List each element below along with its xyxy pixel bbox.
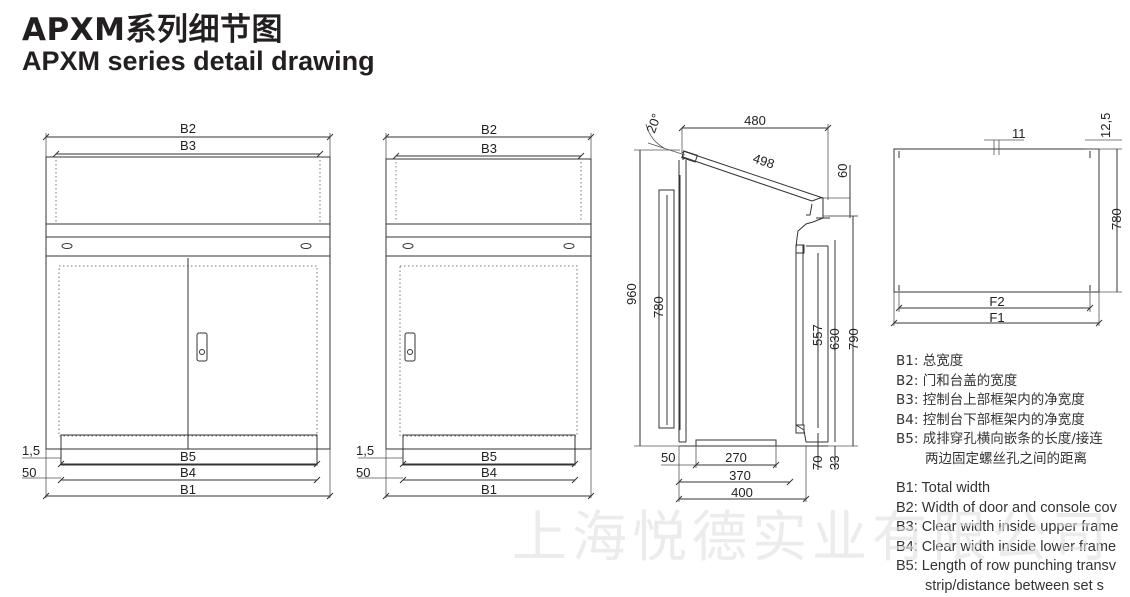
- dim-b1-label: B1: [481, 482, 497, 497]
- company-watermark: 上海悦德实业有限公司: [512, 505, 1113, 569]
- dim-b3-label: B3: [180, 138, 196, 153]
- legend-item: B4: Clear width inside lower frame: [896, 538, 1117, 555]
- front-view-single-door: B2 B3 1,5 50 B5 B4 B1: [356, 122, 595, 500]
- dim-11-label: 11: [1012, 126, 1026, 141]
- dim-b3-label: B3: [481, 141, 497, 156]
- legend-item: B4: 控制台下部框架内的净宽度: [896, 411, 1085, 428]
- mounting-plate-view: 11 12,5 780 F2 F1: [890, 113, 1124, 327]
- dim-630-label: 630: [827, 328, 842, 350]
- dim-270-label: 270: [725, 450, 747, 465]
- dim-f2-label: F2: [989, 294, 1004, 309]
- legend-english: B1: Total width B2: Width of door and co…: [896, 479, 1118, 596]
- page-title-en: APXM series detail drawing: [22, 46, 375, 76]
- dim-f1-label: F1: [989, 310, 1004, 325]
- legend-item: B1: 总宽度: [896, 353, 964, 369]
- dim-780-label: 780: [651, 296, 666, 318]
- dim-70-label: 70: [810, 456, 825, 470]
- dim-370-label: 370: [729, 468, 751, 483]
- dim-b5-label: B5: [180, 449, 196, 464]
- dim-50-label: 50: [661, 450, 675, 465]
- angle-label: 20°: [643, 111, 664, 135]
- dim-b5-label: B5: [481, 449, 497, 464]
- dim-b2-label: B2: [481, 122, 497, 137]
- legend-item: B3: Clear width inside upper frame: [896, 519, 1119, 535]
- legend-item: B1: Total width: [896, 480, 991, 496]
- legend-item: 两边固定螺丝孔之间的距离: [925, 450, 1087, 467]
- legend-chinese: B1: 总宽度 B2: 门和台盖的宽度 B3: 控制台上部框架内的净宽度 B4:…: [896, 352, 1103, 469]
- dim-b1-label: B1: [180, 482, 196, 497]
- front-view-double-door: B2 B3 1,5 50 B5 B4 B1: [22, 121, 334, 500]
- dim-498-label: 498: [751, 151, 776, 172]
- dim-400-label: 400: [731, 485, 753, 500]
- dim-b2-label: B2: [180, 121, 196, 136]
- legend-item: B2: Width of door and console cov: [896, 499, 1117, 516]
- page-title-cn: APXM系列细节图: [22, 12, 283, 48]
- dim-790-label: 790: [846, 328, 861, 350]
- legend-item: B3: 控制台上部框架内的净宽度: [896, 392, 1085, 408]
- dim-480-label: 480: [744, 113, 766, 128]
- dim-557-label: 557: [810, 324, 825, 346]
- dim-50-label: 50: [356, 465, 370, 480]
- dim-780-label: 780: [1109, 208, 1124, 230]
- legend-item: B2: 门和台盖的宽度: [896, 372, 1018, 389]
- dim-1-5-label: 1,5: [356, 443, 374, 458]
- dim-1-5-label: 1,5: [22, 443, 40, 458]
- legend-item: B5: 成排穿孔横向嵌条的长度/接连: [896, 431, 1103, 447]
- dim-33-label: 33: [827, 456, 842, 470]
- dim-b4-label: B4: [481, 465, 497, 480]
- dim-960-label: 960: [624, 283, 639, 305]
- legend-item: B5: Length of row punching transv: [896, 558, 1117, 574]
- dim-60-label: 60: [835, 164, 850, 178]
- side-view: 20° 480 498 60: [624, 111, 861, 503]
- dim-12-5-label: 12,5: [1098, 113, 1113, 138]
- dim-b4-label: B4: [180, 465, 196, 480]
- legend-item: strip/distance between set s: [925, 577, 1104, 594]
- dim-50-label: 50: [22, 465, 36, 480]
